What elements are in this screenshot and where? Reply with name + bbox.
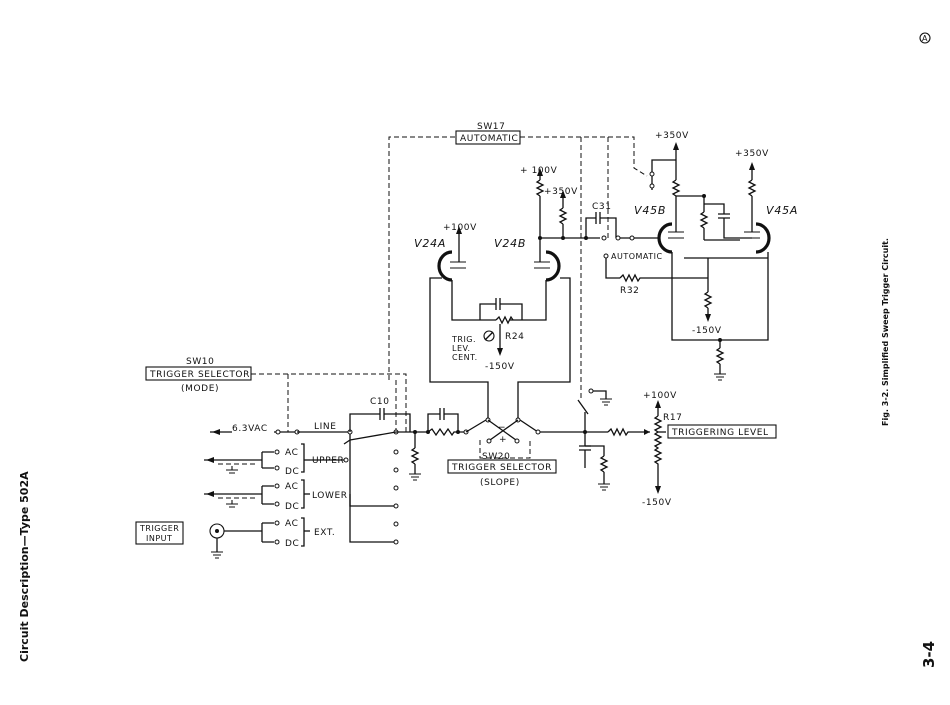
- line-voltage-label: 6.3VAC: [232, 424, 268, 434]
- r17-label: R17: [663, 413, 683, 423]
- sw10-wafer: [343, 429, 399, 545]
- v24b-tube: [510, 168, 600, 321]
- v24a-supply: +100V: [443, 223, 477, 233]
- line-input: [210, 429, 353, 435]
- trigger-input-line1: TRIGGER: [139, 524, 179, 533]
- r24-supply: -150V: [485, 362, 515, 372]
- sw20-label: TRIGGER SELECTOR: [451, 463, 552, 473]
- lower-ac-label: AC: [285, 482, 298, 492]
- lower-input: [204, 479, 396, 509]
- v24b-supply-350: +350V: [544, 187, 578, 197]
- lower-dc-label: DC: [285, 502, 299, 512]
- triggering-level-label: TRIGGERING LEVEL: [671, 428, 769, 438]
- svg-text:A: A: [922, 34, 928, 43]
- v45-coupling: [684, 196, 768, 322]
- v24a-tube: [437, 226, 496, 321]
- r24-network: [479, 298, 523, 356]
- sw20-slope: (SLOPE): [480, 478, 520, 488]
- ext-ac-label: AC: [285, 519, 298, 529]
- sw20-label-box: [447, 459, 557, 474]
- sw17-linkage: [388, 136, 648, 398]
- upper-input: [204, 443, 349, 474]
- v45a-label: V45A: [766, 204, 798, 217]
- page-number: 3-4: [920, 641, 938, 668]
- sw17-id: SW17: [477, 122, 505, 132]
- v45a-supply: +350V: [735, 149, 769, 159]
- sw10-mode: (MODE): [181, 384, 219, 394]
- v45a-tube: [714, 162, 771, 381]
- upper-ac-label: AC: [285, 448, 298, 458]
- corner-mark: A: [919, 32, 931, 44]
- sw17-label-box: [455, 130, 521, 145]
- level-network: [540, 388, 666, 494]
- v24a-label: V24A: [414, 237, 446, 250]
- upper-label: UPPER: [312, 456, 344, 466]
- slope-plus: +: [499, 435, 507, 445]
- v24b-label: V24B: [494, 237, 526, 250]
- ext-dc-label: DC: [285, 539, 299, 549]
- c10-capacitor: [349, 408, 411, 432]
- upper-dc-label: DC: [285, 467, 299, 477]
- r17-supply-minus: -150V: [642, 498, 672, 508]
- r32-label: R32: [620, 286, 640, 296]
- v45b-label: V45B: [634, 204, 666, 217]
- sw10-label: TRIGGER SELECTOR: [149, 370, 250, 380]
- v24b-supply-100: + 100V: [520, 166, 558, 176]
- figure-caption: Fig. 3-2. Simplified Sweep Trigger Circu…: [881, 238, 890, 426]
- c31-network: [584, 212, 708, 283]
- v45b-supply: +350V: [655, 131, 689, 141]
- sw17-label: AUTOMATIC: [460, 134, 518, 144]
- v45-supply-minus: -150V: [692, 326, 722, 336]
- signal-path: [396, 408, 469, 481]
- sw20-slope-switch: [429, 277, 571, 459]
- ext-input: [209, 517, 396, 559]
- automatic-contact-label: AUTOMATIC: [611, 252, 663, 261]
- v45b-tube: [649, 142, 720, 341]
- r24-label: R24: [505, 332, 525, 342]
- trig-lev-line1: TRIG.: [451, 335, 476, 344]
- side-header: Circuit Description—Type 502A: [18, 471, 31, 662]
- line-label: LINE: [314, 422, 337, 432]
- c10-label: C10: [370, 397, 390, 407]
- trig-lev-line2: LEV.: [452, 344, 471, 353]
- r17-supply-plus: +100V: [643, 391, 677, 401]
- sw10-id: SW10: [186, 357, 214, 367]
- triggering-level-box: [667, 424, 777, 439]
- slope-minus: −: [498, 423, 506, 433]
- sw10-linkage: [251, 373, 407, 432]
- lower-label: LOWER: [312, 491, 348, 501]
- ext-label: EXT.: [314, 528, 335, 538]
- trig-lev-line3: CENT.: [452, 353, 478, 362]
- trigger-input-box: [135, 521, 184, 545]
- c31-label: C31: [592, 202, 612, 212]
- trigger-input-line2: INPUT: [146, 534, 172, 543]
- sw20-id: SW20: [482, 452, 510, 462]
